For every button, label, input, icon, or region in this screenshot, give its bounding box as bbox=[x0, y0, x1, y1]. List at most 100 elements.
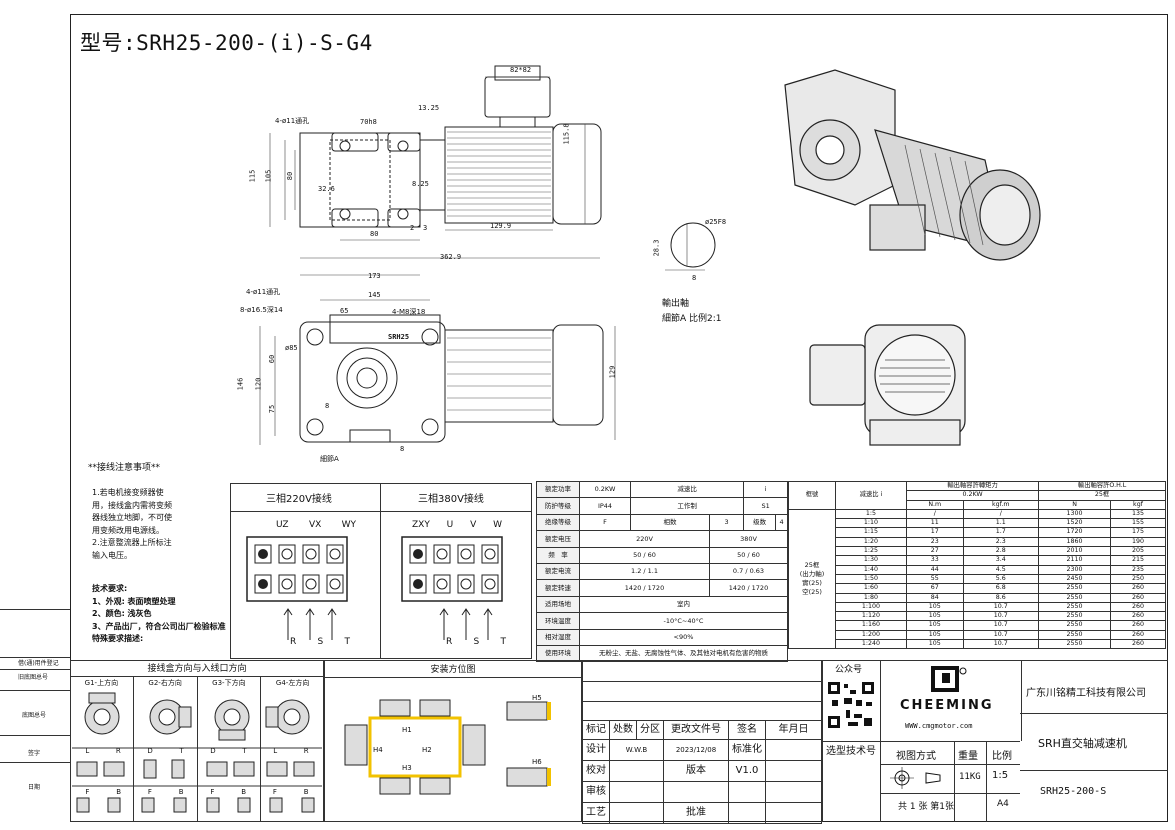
torque-cell: 3.4 bbox=[962, 555, 1040, 566]
junction-col: G3-下方向 bbox=[198, 676, 262, 822]
wiring-diagram-box bbox=[230, 483, 532, 659]
torque-cell: 1:40 bbox=[835, 564, 907, 575]
dim-4-holes-b: 4-ø11通孔 bbox=[246, 288, 281, 296]
dir-label: D bbox=[147, 747, 153, 755]
dim-80-vert: 80 bbox=[286, 171, 295, 181]
spec-row: 适用场地 室内 bbox=[536, 595, 788, 614]
revision-side-strip bbox=[0, 609, 70, 823]
wiring-mid-divider bbox=[380, 483, 381, 659]
wiring-divider bbox=[230, 511, 532, 512]
note-line: 器线独立地脚，不可使 bbox=[92, 513, 172, 522]
torque-cell: 23 bbox=[906, 536, 964, 548]
scale-value: 1:5 bbox=[992, 770, 1009, 781]
torque-header: 框號 减速比 i 輸出軸容許轉矩力 輸出軸容許O.H.L bbox=[788, 480, 1166, 510]
spec-row: 绝缘等级 F 相数 3 级数 4 bbox=[536, 513, 788, 532]
model-no-label: 选型技术号 bbox=[826, 746, 876, 757]
motor-end-view bbox=[809, 324, 966, 446]
supply-arrows bbox=[283, 608, 493, 640]
motor-3d-render bbox=[784, 69, 1041, 261]
terminal-label: ZXY bbox=[412, 520, 430, 530]
torque-cell: 105 bbox=[906, 629, 964, 641]
torque-table: 框號 减速比 i 輸出軸容許轉矩力 輸出軸容許O.H.L 0.2KW 25框 N… bbox=[788, 480, 1167, 650]
junction-title: 接线盒方向与入线口方向 bbox=[147, 664, 247, 674]
side-divider bbox=[0, 735, 70, 736]
torque-cell: 1:200 bbox=[835, 629, 907, 641]
shaft-8: 8 bbox=[692, 274, 697, 282]
torque-cell: 2550 bbox=[1038, 620, 1111, 631]
blank-cell bbox=[765, 802, 822, 824]
spec-row: 额定电流 1.2 / 1.1 0.7 / 0.63 bbox=[536, 562, 788, 581]
dim-8-a: 8 bbox=[325, 402, 330, 410]
torque-cell: 1:5 bbox=[835, 508, 907, 520]
dir-label: R bbox=[115, 747, 121, 755]
torque-cell: 33 bbox=[906, 555, 964, 566]
torque-cell: 260 bbox=[1109, 620, 1167, 631]
mounting-box bbox=[324, 660, 582, 822]
blank-cell bbox=[609, 802, 664, 824]
terminal-label: VX bbox=[308, 520, 322, 530]
torque-cell: / bbox=[906, 508, 964, 520]
torque-cell: 8.6 bbox=[962, 592, 1040, 603]
torque-cell: 2550 bbox=[1038, 611, 1111, 622]
torque-cell: 1:15 bbox=[835, 527, 907, 538]
sheet-count: 共 1 张 第1张 bbox=[898, 802, 955, 812]
dim-65: 65 bbox=[340, 307, 349, 315]
spec-row: 防护等级 IP44 工作制 S1 bbox=[536, 497, 788, 515]
torque-cell: 1:30 bbox=[835, 555, 907, 566]
blank-row bbox=[582, 701, 822, 721]
dim-82x82: 82*82 bbox=[510, 66, 532, 74]
paper-size: A4 bbox=[997, 799, 1009, 809]
terminal-label: UZ bbox=[276, 520, 289, 530]
dir-label: L bbox=[85, 747, 90, 755]
tb-vline bbox=[986, 793, 987, 822]
qr-code-icon bbox=[826, 680, 876, 730]
tech-heading: 技术要求: bbox=[92, 584, 128, 593]
torque-cell: 1720 bbox=[1038, 527, 1111, 538]
side-label: 借(通)用件登记 bbox=[18, 660, 59, 667]
torque-cell: 1:50 bbox=[835, 573, 907, 585]
shaft-title: 輸出軸 bbox=[662, 299, 690, 309]
mounting-divider bbox=[324, 677, 582, 678]
dir-label: T bbox=[242, 747, 247, 755]
torque-cell: 2550 bbox=[1038, 583, 1111, 594]
torque-cell: 2010 bbox=[1038, 546, 1111, 557]
dim-70h8: 70h8 bbox=[360, 118, 377, 126]
torque-cell: 67 bbox=[906, 583, 964, 594]
phase-label: T bbox=[344, 637, 350, 647]
terminal-block-380 bbox=[401, 536, 503, 602]
torque-cell: 105 bbox=[906, 620, 964, 631]
note-line: 1.若电机接变频器使 bbox=[92, 488, 164, 497]
torque-cell: 2300 bbox=[1038, 564, 1111, 575]
torque-cell: 260 bbox=[1109, 639, 1167, 650]
drawing-title: 型号:SRH25-200-(i)-S-G4 bbox=[80, 31, 373, 55]
dim-146: 146 bbox=[236, 377, 245, 391]
torque-cell: 260 bbox=[1109, 629, 1167, 641]
torque-cell: 2550 bbox=[1038, 601, 1111, 613]
junction-col: G4-左方向 bbox=[275, 679, 310, 687]
frame-model-text: 空(25) bbox=[802, 588, 822, 597]
note-line: 2.注意整流器上所标注 bbox=[92, 538, 172, 547]
torque-cell: 1:100 bbox=[835, 601, 907, 613]
spec-row: 额定转速 1420 / 1720 1420 / 1720 bbox=[536, 579, 788, 597]
side-divider bbox=[0, 669, 70, 670]
weight-label: 重量 bbox=[958, 751, 978, 762]
torque-cell: 260 bbox=[1109, 611, 1167, 622]
spec-row: 频 率 50 / 60 50 / 60 bbox=[536, 546, 788, 564]
tb-vline bbox=[954, 741, 955, 822]
dir-label: R bbox=[303, 747, 309, 755]
torque-cell: 205 bbox=[1109, 546, 1167, 557]
dim-4-m8: 4-M8深18 bbox=[392, 308, 426, 316]
rst-labels-220: R S T bbox=[290, 637, 350, 647]
side-label: 日期 bbox=[28, 784, 41, 791]
note-line: 输入电压。 bbox=[92, 550, 132, 560]
junction-col: G1-上方向 bbox=[70, 676, 134, 822]
terminal-labels-380: ZXY U V W bbox=[412, 520, 502, 530]
torque-cell: 215 bbox=[1109, 555, 1167, 566]
